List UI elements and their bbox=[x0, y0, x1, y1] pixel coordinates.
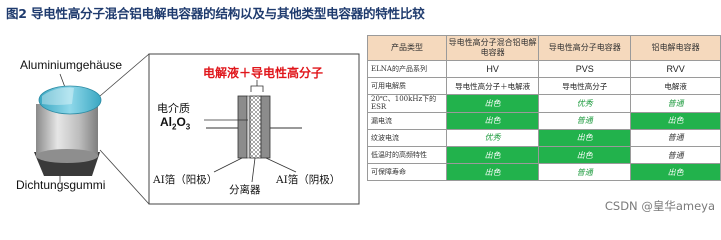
table-row: 漏电流 出色 普通 出色 bbox=[367, 111, 721, 130]
header-product-type: 产品类型 bbox=[367, 35, 447, 61]
housing-label: Aluminiumgehäuse bbox=[20, 58, 123, 72]
table-row: 低温时的高频特性 出色 出色 普通 bbox=[367, 145, 721, 165]
table-cell: 出色 bbox=[538, 128, 632, 147]
diagram-title: 电解液＋导电性高分子 bbox=[202, 66, 323, 80]
table-cell: 出色 bbox=[630, 111, 721, 130]
table-cell: 出色 bbox=[630, 163, 721, 182]
row-label: ELNA的产品系列 bbox=[367, 59, 447, 79]
table-cell: 出色 bbox=[445, 163, 540, 182]
table-cell: 优秀 bbox=[445, 128, 540, 147]
table-row: 纹波电流 优秀 出色 普通 bbox=[367, 128, 721, 147]
table-row: 可用电解质 导电性高分子＋电解液 导电性高分子 电解液 bbox=[367, 77, 721, 96]
watermark: CSDN @皇华ameya bbox=[604, 199, 715, 213]
table-cell: 出色 bbox=[538, 145, 632, 165]
table-cell: 普通 bbox=[630, 94, 721, 113]
header-aluminum: 铝电解电容器 bbox=[630, 35, 721, 61]
dielectric-label: 电介质 bbox=[157, 102, 190, 115]
dielectric-formula: Al2O3 bbox=[160, 115, 191, 132]
row-label: 漏电流 bbox=[367, 111, 447, 130]
row-label: 纹波电流 bbox=[367, 128, 447, 147]
row-label: 可用电解质 bbox=[367, 77, 447, 96]
table-row: 可保障寿命 出色 普通 出色 bbox=[367, 163, 721, 182]
comparison-table: 产品类型 导电性高分子混合铝电解电容器 导电性高分子电容器 铝电解电容器 ELN… bbox=[367, 35, 721, 182]
row-label: 20℃、100kHz下的ESR bbox=[367, 94, 447, 113]
table-cell: 导电性高分子 bbox=[538, 77, 632, 96]
table-cell: RVV bbox=[630, 59, 721, 79]
seal-label: Dichtungsgummi bbox=[16, 178, 106, 192]
capacitor-illustration bbox=[34, 73, 102, 182]
table-cell: 出色 bbox=[445, 94, 540, 113]
anode-label: AI箔（阳极） bbox=[153, 174, 218, 186]
table-cell: 电解液 bbox=[630, 77, 721, 96]
cathode-label: AI箔（阴极） bbox=[276, 174, 341, 186]
table-cell: PVS bbox=[538, 59, 632, 79]
table-cell: 普通 bbox=[630, 128, 721, 147]
table-cell: HV bbox=[445, 59, 540, 79]
row-label: 低温时的高频特性 bbox=[367, 145, 447, 165]
table-row: ELNA的产品系列 HV PVS RVV bbox=[367, 59, 721, 79]
table-cell: 普通 bbox=[630, 145, 721, 165]
figure-title: 图2 导电性高分子混合铝电解电容器的结构以及与其他类型电容器的特性比较 bbox=[6, 6, 425, 21]
table-row: 20℃、100kHz下的ESR 出色 优秀 普通 bbox=[367, 94, 721, 113]
table-cell: 普通 bbox=[538, 163, 632, 182]
row-label: 可保障寿命 bbox=[367, 163, 447, 182]
separator-label: 分离器 bbox=[229, 184, 261, 196]
table-cell: 优秀 bbox=[538, 94, 632, 113]
table-cell: 导电性高分子＋电解液 bbox=[445, 77, 540, 96]
table-cell: 普通 bbox=[538, 111, 632, 130]
structure-diagram bbox=[99, 53, 360, 205]
table-header-row: 产品类型 导电性高分子混合铝电解电容器 导电性高分子电容器 铝电解电容器 bbox=[367, 35, 721, 61]
table-cell: 出色 bbox=[445, 111, 540, 130]
header-polymer: 导电性高分子电容器 bbox=[538, 35, 632, 61]
header-hybrid: 导电性高分子混合铝电解电容器 bbox=[445, 35, 540, 61]
table-cell: 出色 bbox=[445, 145, 540, 165]
